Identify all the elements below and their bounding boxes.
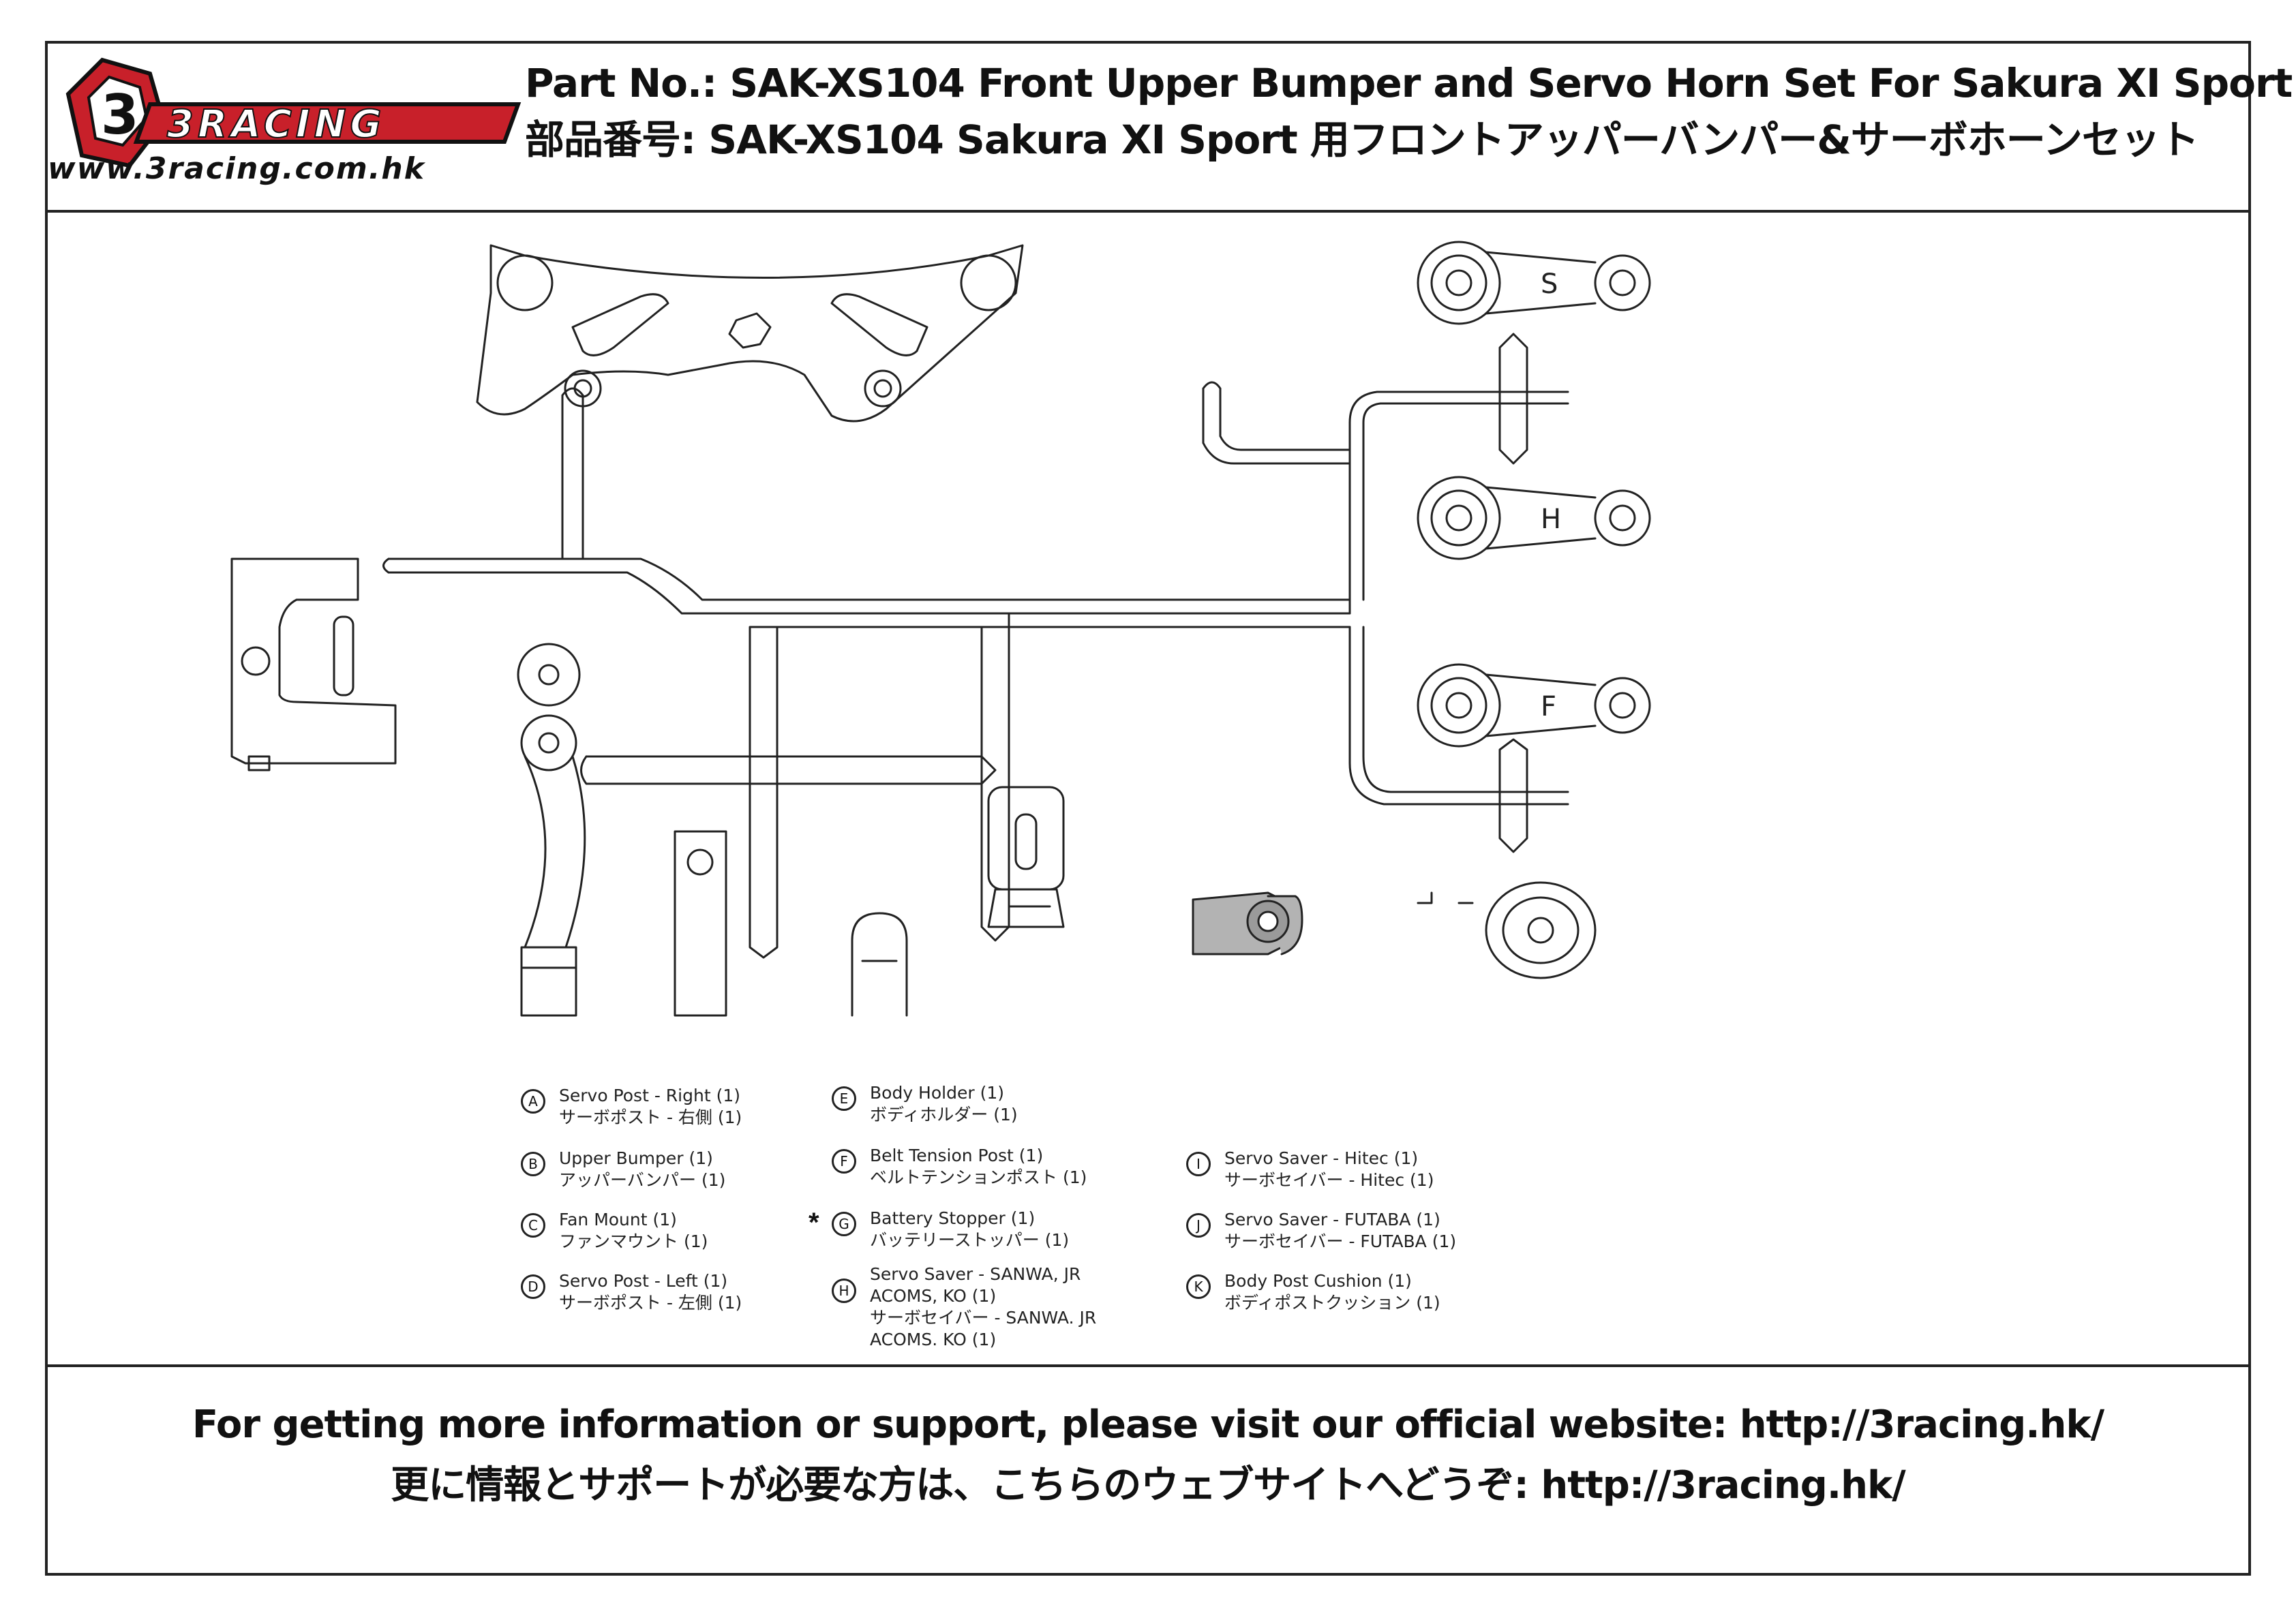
page-frame bbox=[45, 41, 2251, 1576]
legend-text: Belt Tension Post (1)ベルトテンションポスト (1) bbox=[870, 1146, 1087, 1187]
part-body-post-cushion bbox=[1485, 881, 1597, 979]
runner-tree bbox=[382, 333, 1569, 959]
logo-url[interactable]: www.3racing.com.hk bbox=[48, 151, 426, 186]
legend-letter: H bbox=[832, 1279, 856, 1303]
legend-text: Servo Post - Left (1)サーボポスト - 左側 (1) bbox=[559, 1271, 742, 1313]
legend-text: Upper Bumper (1)アッパーバンパー (1) bbox=[559, 1148, 726, 1190]
legend-text: Body Post Cushion (1)ボディポストクッション (1) bbox=[1224, 1271, 1440, 1313]
legend-letter: K bbox=[1186, 1274, 1211, 1299]
footer-divider bbox=[45, 1364, 2251, 1367]
brand-logo: 3 3RACING bbox=[65, 57, 522, 168]
footer-japanese: 更に情報とサポートが必要な方は、こちらのウェブサイトへどうぞ: http://3… bbox=[391, 1463, 1905, 1508]
asterisk-mark: * bbox=[809, 1208, 819, 1238]
svg-text:F: F bbox=[1541, 691, 1556, 722]
legend-text: Fan Mount (1)ファンマウント (1) bbox=[559, 1210, 708, 1251]
legend-letter: E bbox=[832, 1086, 856, 1111]
svg-text:S: S bbox=[1541, 269, 1558, 300]
svg-text:3RACING: 3RACING bbox=[167, 102, 385, 147]
legend-letter: I bbox=[1186, 1152, 1211, 1176]
legend-letter: D bbox=[521, 1274, 545, 1299]
part-servo-horn-h: H bbox=[1417, 476, 1651, 560]
svg-text:3: 3 bbox=[101, 83, 139, 147]
title-english: Part No.: SAK-XS104 Front Upper Bumper a… bbox=[525, 60, 2293, 106]
part-servo-horn-s: S bbox=[1417, 241, 1651, 325]
legend-text: Servo Saver - Hitec (1)サーボセイバー - Hitec (… bbox=[1224, 1148, 1434, 1190]
logo-emblem: 3 bbox=[65, 57, 166, 168]
title-japanese: 部品番号: SAK-XS104 Sakura XI Sport 用フロントアッパ… bbox=[525, 117, 2199, 163]
legend-letter: B bbox=[521, 1152, 545, 1176]
legend-text: Body Holder (1)ボディホルダー (1) bbox=[870, 1083, 1018, 1124]
part-servo-saver-highlight bbox=[1192, 891, 1303, 955]
part-servo-horn-f: F bbox=[1417, 663, 1651, 748]
legend-letter: A bbox=[521, 1089, 545, 1114]
footer-english: For getting more information or support,… bbox=[192, 1403, 2104, 1447]
legend-letter: C bbox=[521, 1213, 545, 1238]
legend-text: Servo Saver - FUTABA (1)サーボセイバー - FUTABA… bbox=[1224, 1210, 1457, 1251]
part-belt-tension-post bbox=[674, 830, 727, 1017]
part-body-holder bbox=[987, 786, 1065, 928]
part-upper-bumper bbox=[476, 244, 1024, 423]
part-fan-mount bbox=[230, 557, 397, 771]
logo-wordmark: 3RACING bbox=[133, 102, 522, 147]
legend-letter: J bbox=[1186, 1213, 1211, 1238]
svg-text:H: H bbox=[1541, 504, 1561, 535]
legend-letter: F bbox=[832, 1149, 856, 1174]
header-divider bbox=[45, 210, 2251, 213]
legend-text: Servo Post - Right (1)サーボポスト - 右側 (1) bbox=[559, 1086, 742, 1127]
parts-drawing: S H F bbox=[230, 241, 1651, 1017]
part-servo-post bbox=[517, 643, 586, 1017]
part-battery-stopper bbox=[851, 912, 908, 1017]
legend-text: Battery Stopper (1)バッテリーストッパー (1) bbox=[870, 1208, 1070, 1250]
legend-letter: G bbox=[832, 1212, 856, 1236]
